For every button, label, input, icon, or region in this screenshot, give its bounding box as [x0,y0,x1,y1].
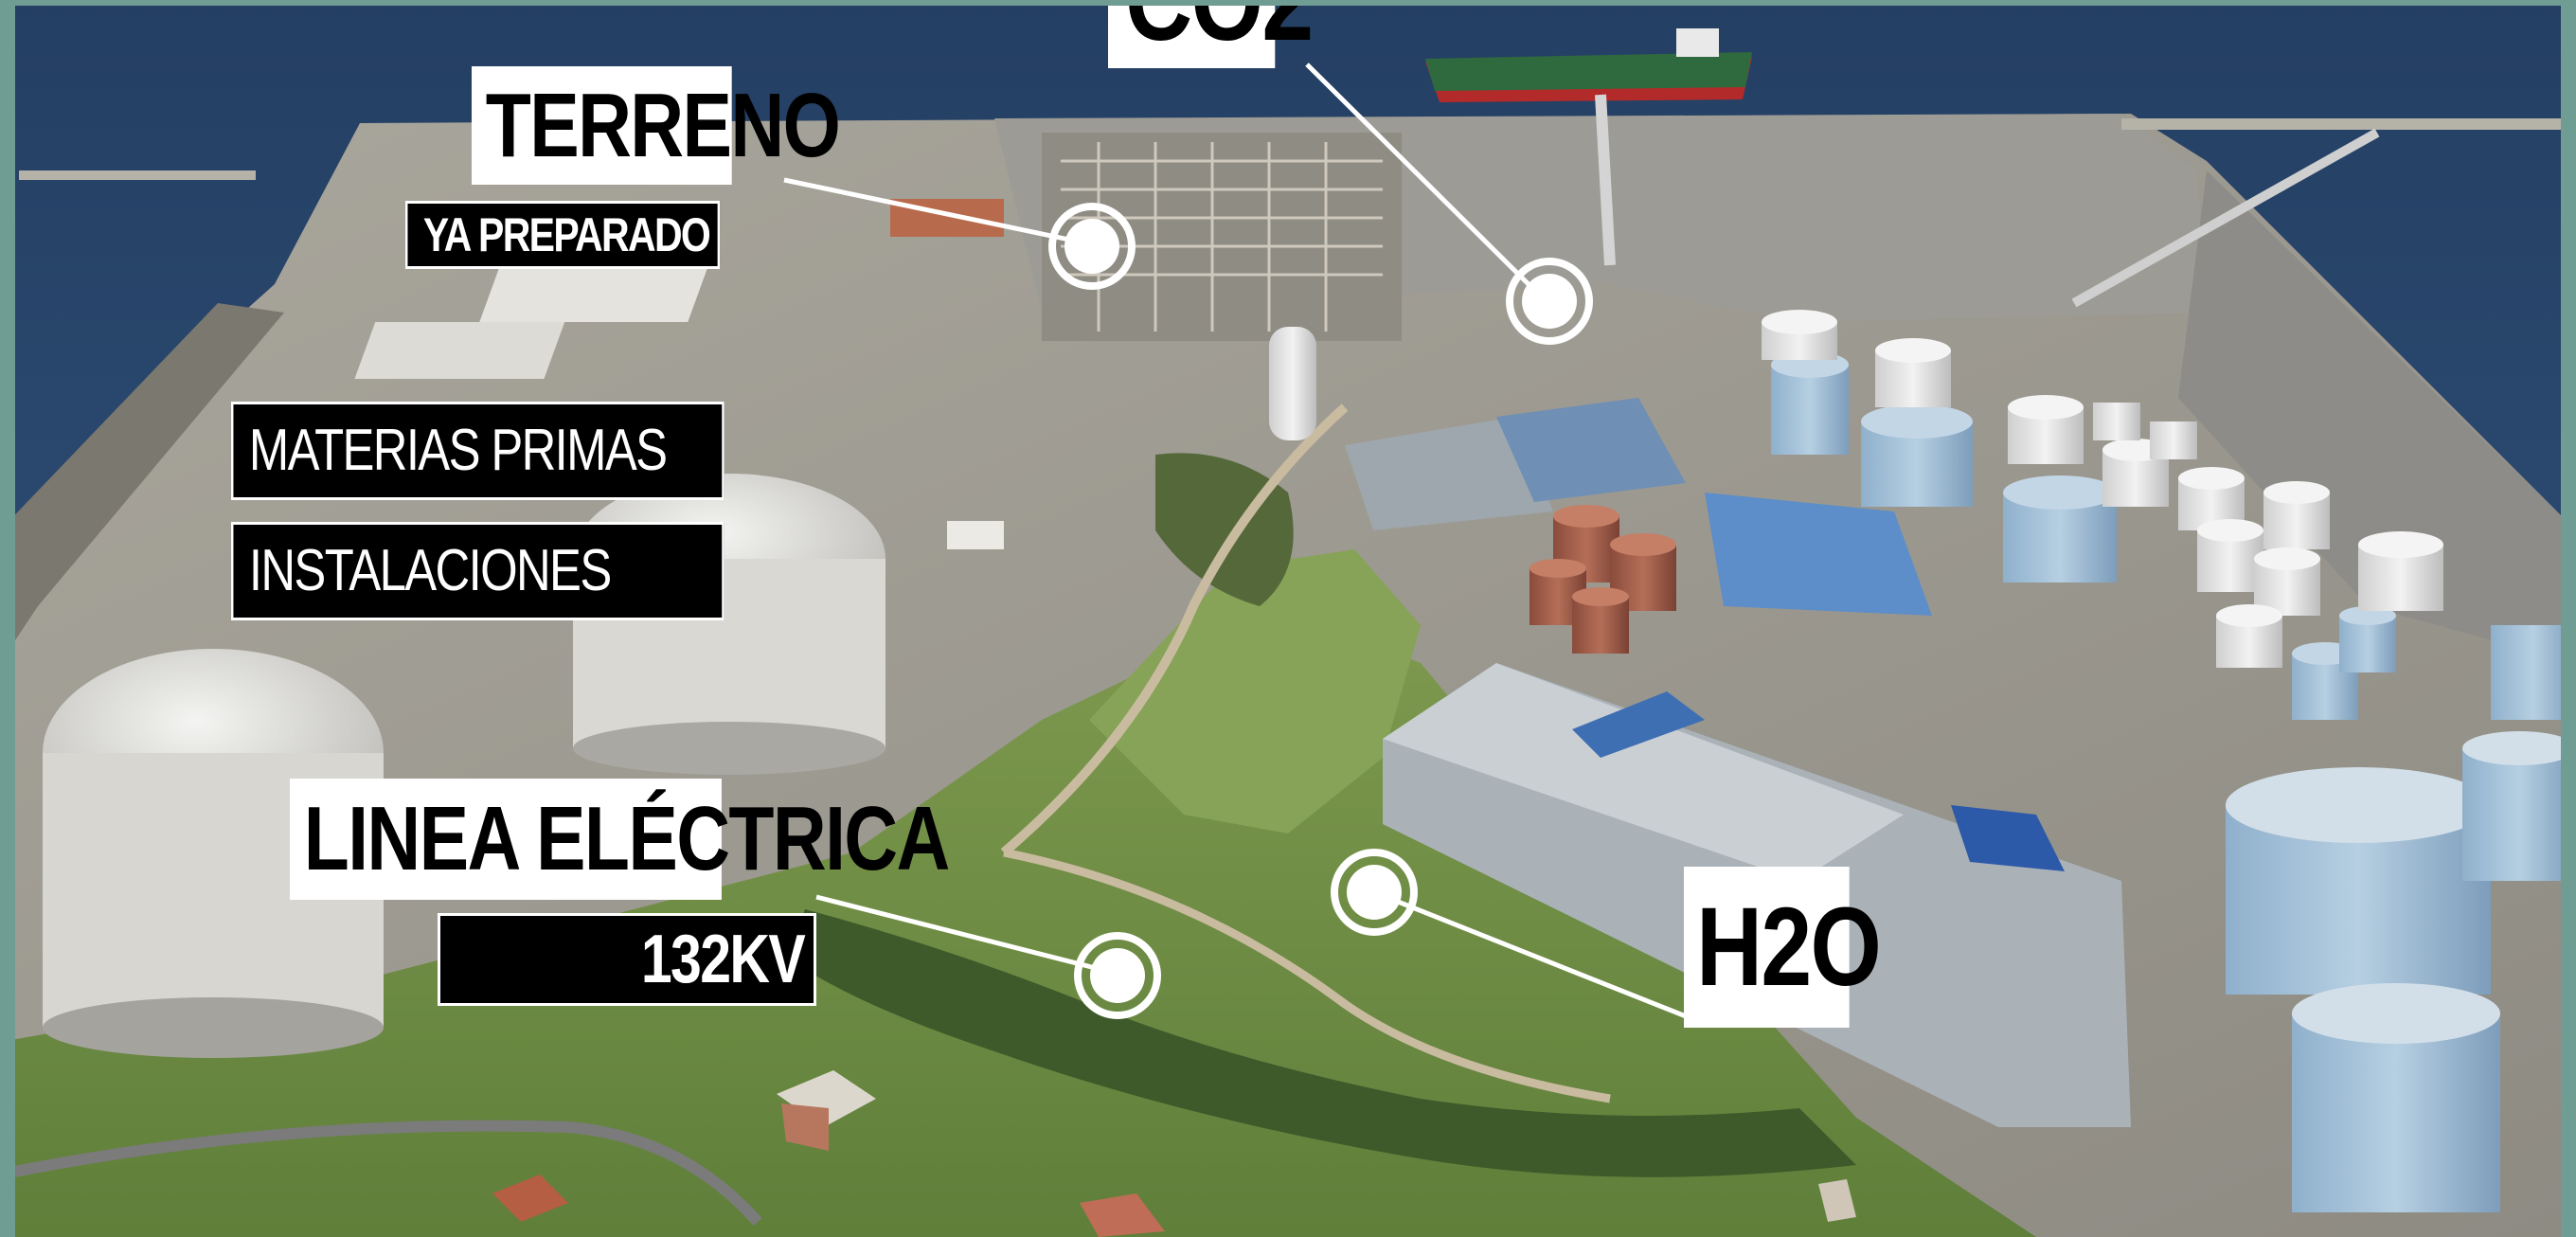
label-co2-text: CO2 [1125,0,1314,64]
label-linea-electrica: LINEA ELÉCTRICA [290,779,950,900]
label-instalaciones-text: INSTALACIONES [248,538,612,603]
label-instalaciones: INSTALACIONES [231,522,724,620]
label-132kv: 132KV [438,913,816,1006]
label-ya-preparado: YA PREPARADO [405,201,721,269]
label-materias-primas: MATERIAS PRIMAS [231,402,724,500]
label-h2o-text: H2O [1696,885,1882,1010]
label-terreno: TERRENO [472,66,841,185]
label-terreno-text: TERRENO [485,74,841,176]
label-h2o: H2O [1684,867,1882,1028]
label-materias-primas-text: MATERIAS PRIMAS [248,418,668,483]
label-ya-preparado-text: YA PREPARADO [422,208,711,261]
label-co2: CO2 [1108,0,1314,68]
label-132kv-text: 132KV [640,922,806,997]
label-linea-electrica-text: LINEA ELÉCTRICA [303,788,951,889]
